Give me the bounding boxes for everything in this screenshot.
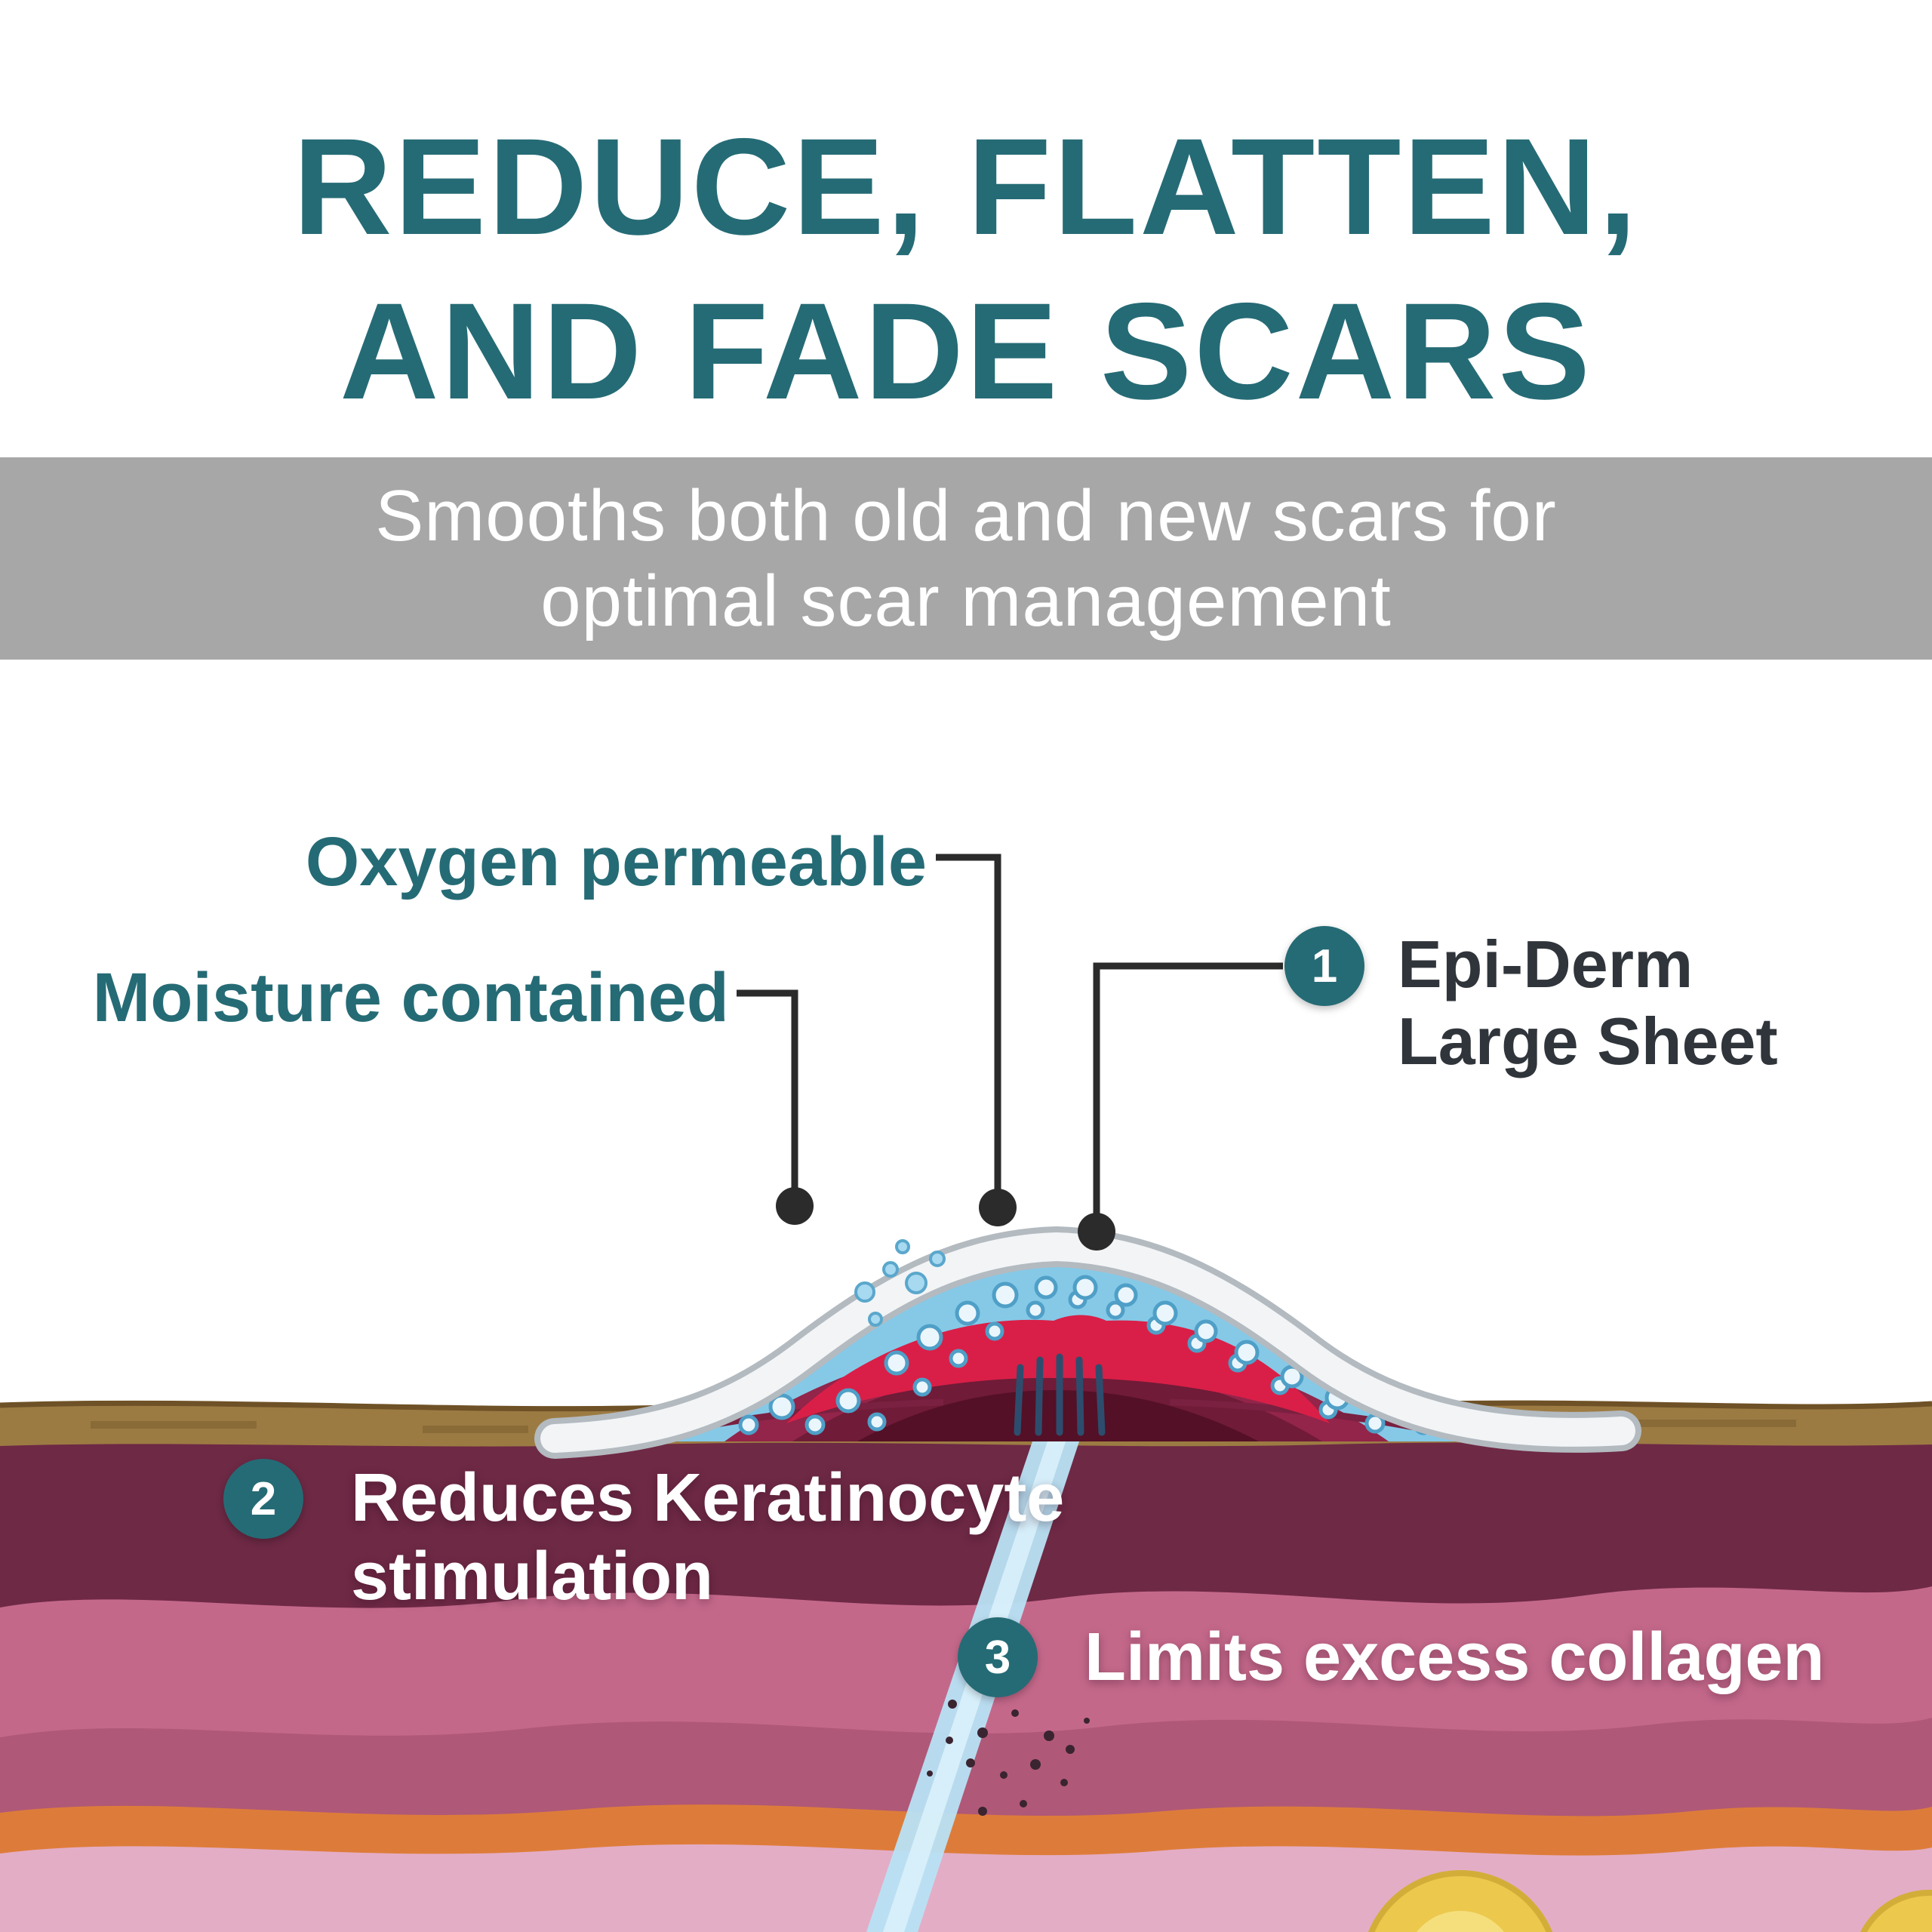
subtitle-line2: optimal scar management (540, 561, 1392, 641)
label-oxygen-permeable: Oxygen permeable (305, 823, 927, 900)
subtitle-banner: Smooths both old and new scars for optim… (0, 457, 1932, 660)
page-title-line2: AND FADE SCARS (340, 274, 1592, 429)
fat-cell (1367, 1870, 1932, 1932)
callout-epi-derm-large-sheet: 1 Epi-Derm Large Sheet (1284, 926, 1778, 1080)
page-title-line1: REDUCE, FLATTEN, (293, 109, 1639, 263)
skin-surface-texture (91, 1420, 1796, 1433)
subtitle-line1: Smooths both old and new scars for (375, 475, 1557, 556)
callout-limits-excess-collagen: 3 Limits excess collagen (958, 1617, 1824, 1697)
callout-reduces-keratinocyte: 2 Reduces Keratinocyte stimulation (223, 1459, 1064, 1617)
collagen-fibers (1014, 1353, 1106, 1436)
label-moisture-contained: Moisture contained (92, 959, 729, 1036)
silicone-sheet (534, 1226, 1641, 1459)
fat-layer (0, 1844, 1932, 1932)
callout-1-text: Epi-Derm Large Sheet (1398, 927, 1778, 1079)
moisture-droplets (854, 1239, 946, 1327)
callout-lines (737, 854, 1283, 1227)
page-title: REDUCE, FLATTEN, AND FADE SCARS (0, 104, 1932, 434)
callout-3-number-badge: 3 (958, 1617, 1038, 1697)
callout-1-number-badge: 1 (1284, 926, 1364, 1006)
particles (927, 1700, 1090, 1816)
callout-3-text: Limits excess collagen (1084, 1619, 1825, 1695)
callout-2-number-badge: 2 (223, 1459, 303, 1539)
callout-dots (776, 1187, 1115, 1251)
callout-2-text: Reduces Keratinocyte stimulation (351, 1460, 1065, 1615)
